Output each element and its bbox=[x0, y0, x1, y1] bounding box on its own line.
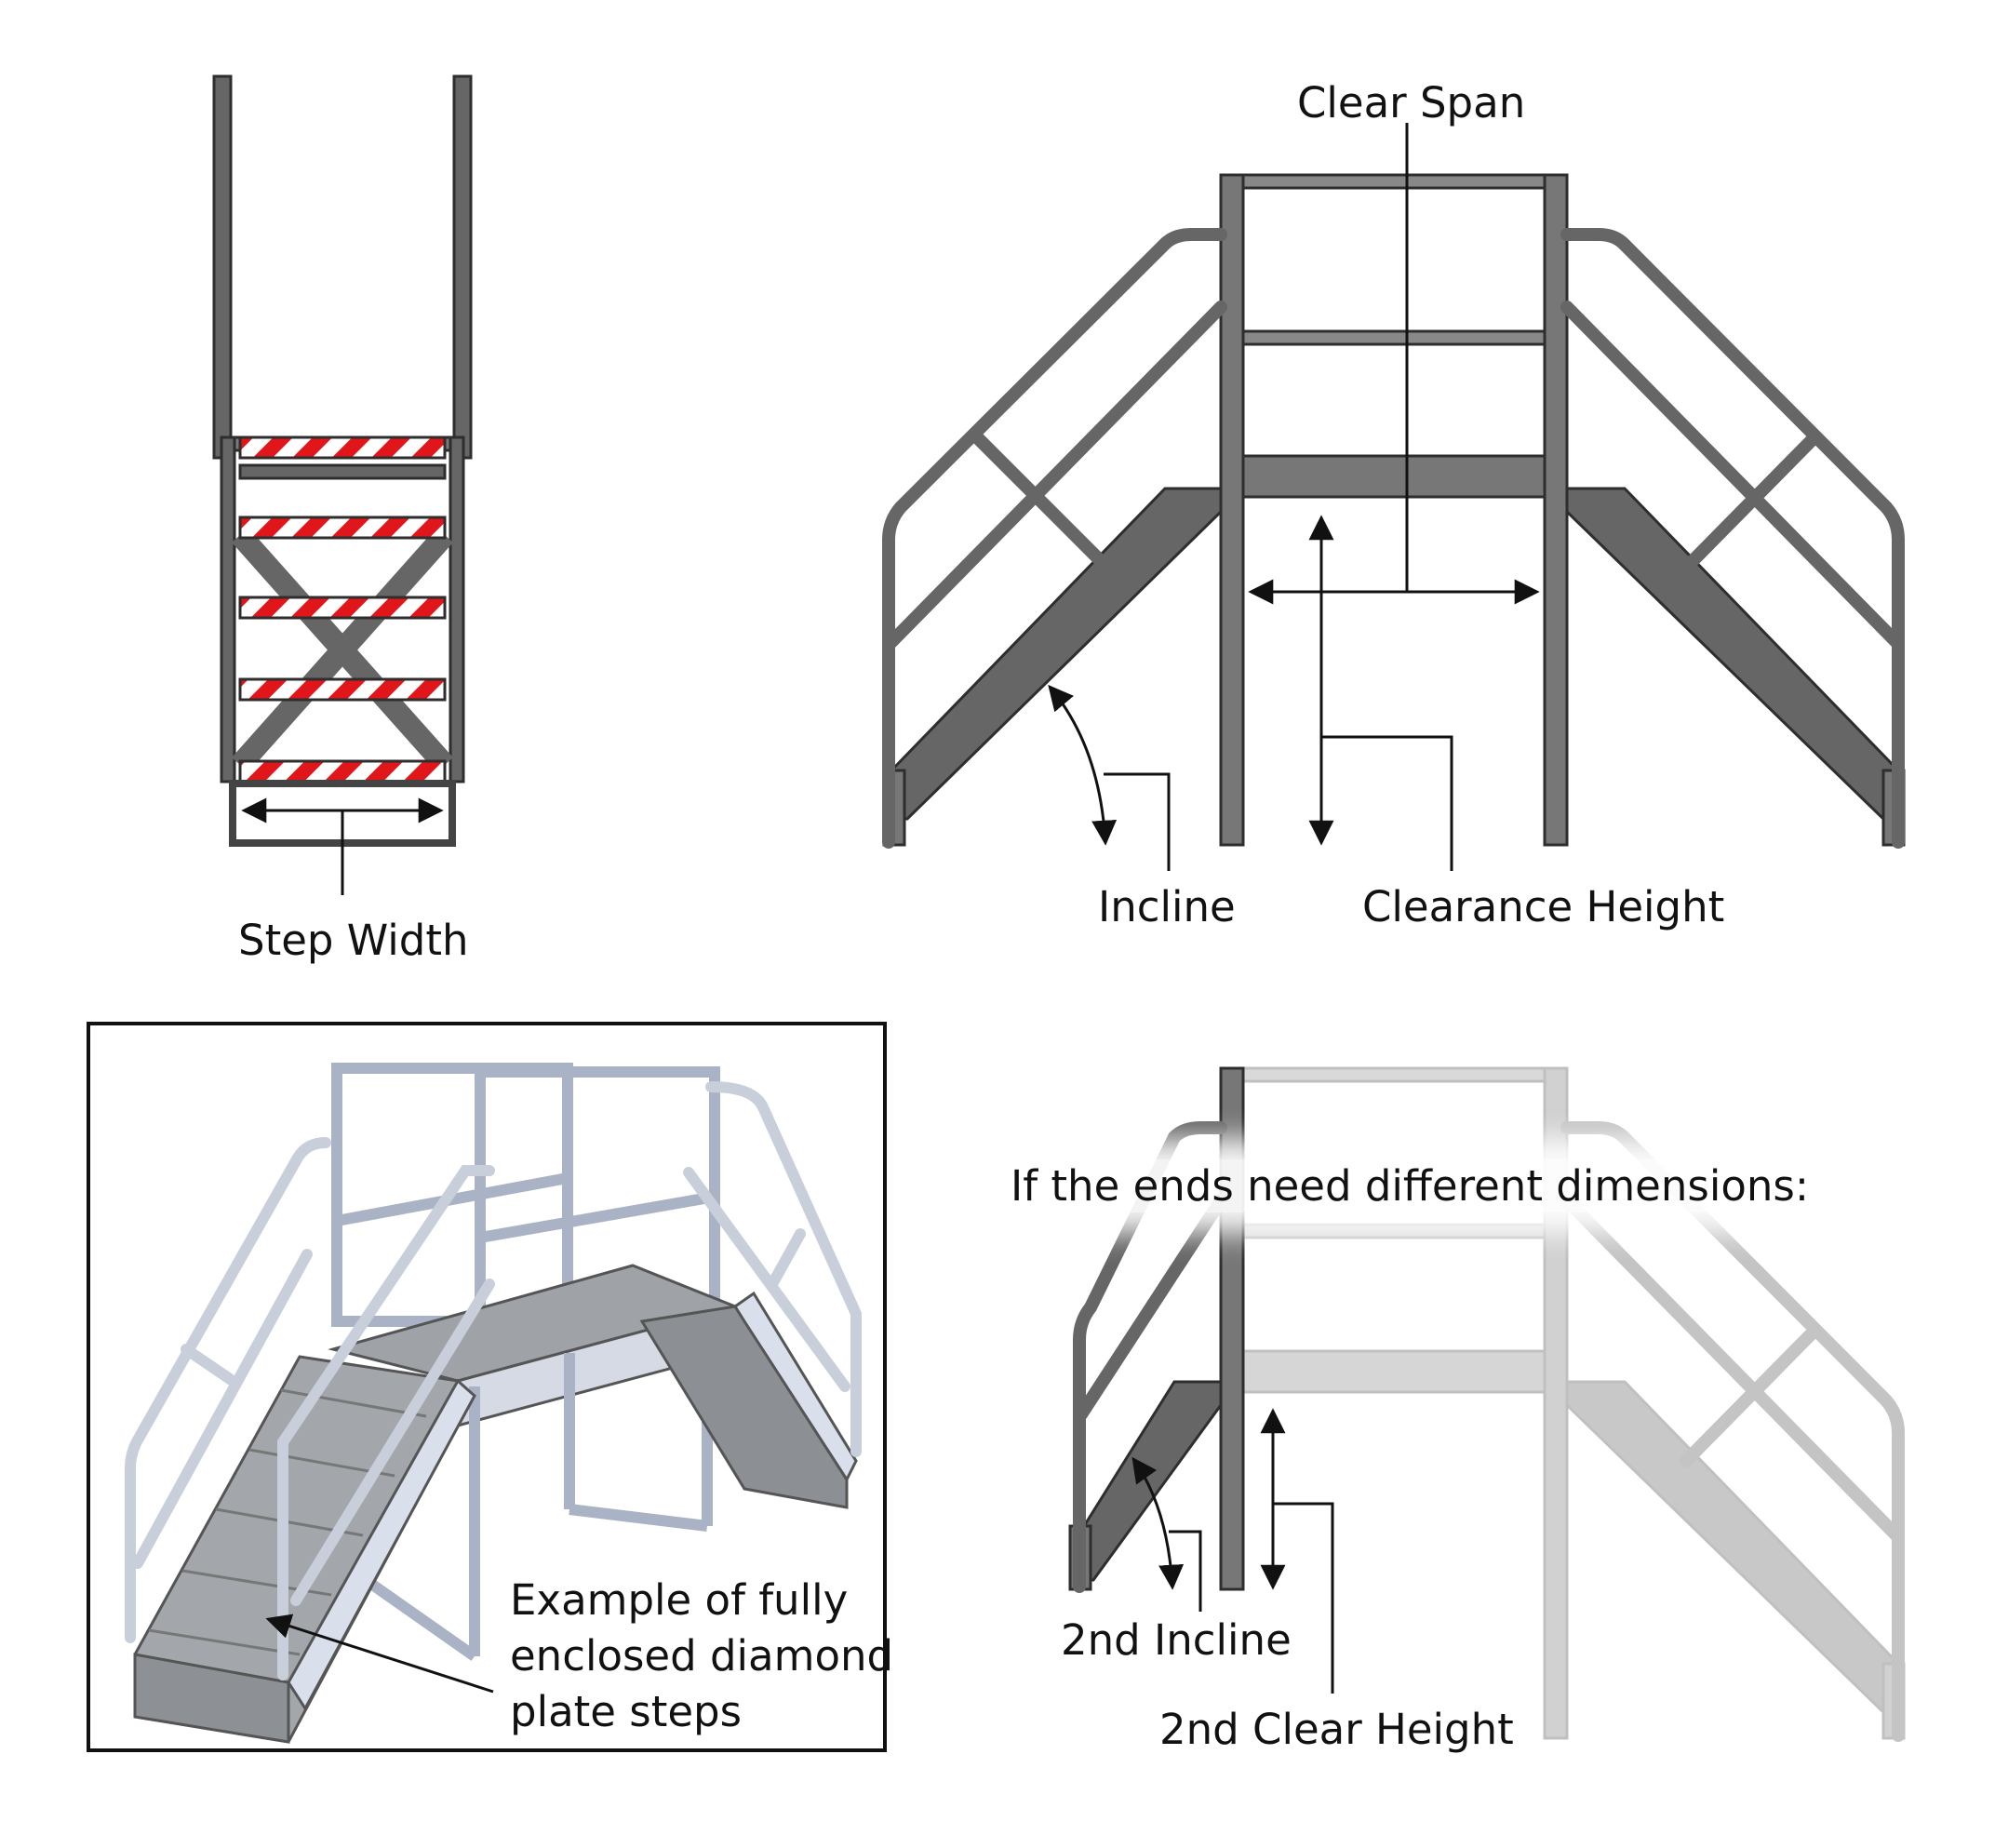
example-frame bbox=[87, 1022, 887, 1752]
clearance-height-label: Clearance Height bbox=[1362, 882, 1725, 931]
different-ends-crossover bbox=[1068, 1066, 1906, 1742]
side-view-crossover bbox=[882, 173, 1906, 847]
different-ends-dimensions bbox=[1131, 1408, 1334, 1694]
incline-label: Incline bbox=[1098, 882, 1236, 931]
example-note-arrow bbox=[265, 1614, 494, 1694]
step-width-dimension bbox=[241, 797, 444, 895]
clear-span-label: Clear Span bbox=[1297, 78, 1526, 127]
second-incline-label: 2nd Incline bbox=[1061, 1615, 1292, 1665]
example-note-line-1: Example of fully bbox=[510, 1575, 849, 1625]
example-note: Example of fully enclosed diamond plate … bbox=[510, 1573, 893, 1740]
example-3d-handrails bbox=[125, 1081, 862, 1681]
different-ends-header: If the ends need different dimensions: bbox=[999, 1159, 1820, 1212]
example-note-line-2: enclosed diamond bbox=[510, 1631, 894, 1681]
side-view-handrails bbox=[882, 228, 1905, 849]
example-note-line-3: plate steps bbox=[510, 1687, 743, 1736]
step-width-label: Step Width bbox=[238, 916, 469, 965]
side-view-dimensions bbox=[1048, 123, 1540, 871]
front-view-stair bbox=[212, 74, 473, 847]
second-clear-height-label: 2nd Clear Height bbox=[1159, 1705, 1514, 1754]
example-3d-crossover bbox=[133, 1063, 858, 1744]
